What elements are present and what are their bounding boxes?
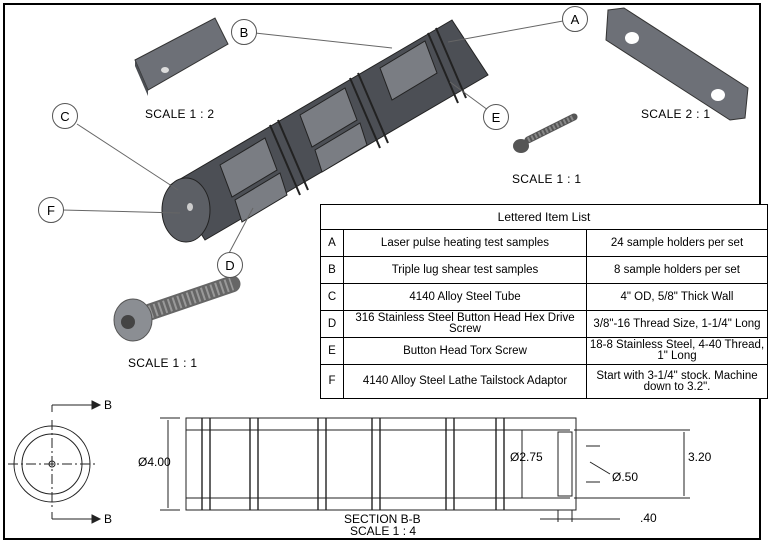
item-description: 316 Stainless Steel Button Head Hex Driv… — [343, 310, 587, 338]
large-plate-drawing — [605, 7, 749, 121]
balloon-b: B — [231, 19, 257, 45]
balloon-d: D — [217, 252, 243, 278]
table-row: A Laser pulse heating test samples 24 sa… — [320, 229, 768, 257]
outer-diameter-dimension: Ø4.00 — [138, 455, 171, 469]
item-note: 24 sample holders per set — [586, 229, 768, 257]
table-row: B Triple lug shear test samples 8 sample… — [320, 256, 768, 284]
section-arrow-label-top: B — [104, 398, 113, 412]
section-title: SECTION B-B — [344, 512, 421, 526]
hole-diameter-dimension: Ø.50 — [612, 470, 639, 484]
table-row: D 316 Stainless Steel Button Head Hex Dr… — [320, 310, 768, 338]
end-view-drawing — [8, 400, 102, 524]
leader-lines — [61, 20, 564, 256]
adaptor-diameter-dimension: 3.20 — [688, 450, 712, 464]
item-description: Laser pulse heating test samples — [343, 229, 587, 257]
item-letter: B — [320, 256, 344, 284]
item-description: Triple lug shear test samples — [343, 256, 587, 284]
item-letter: D — [320, 310, 344, 338]
item-letter: A — [320, 229, 344, 257]
large-plate-scale-label: SCALE 2 : 1 — [641, 107, 711, 121]
table-row: F 4140 Alloy Steel Lathe Tailstock Adapt… — [320, 364, 768, 399]
item-note: 3/8"-16 Thread Size, 1-1/4" Long — [586, 310, 768, 338]
torx-screw-scale-label: SCALE 1 : 1 — [512, 172, 582, 186]
inner-diameter-dimension: Ø2.75 — [510, 450, 543, 464]
item-letter: C — [320, 283, 344, 311]
torx-screw-drawing — [513, 113, 578, 153]
tube-assembly-drawing — [161, 19, 489, 243]
section-scale-label: SCALE 1 : 4 — [350, 524, 417, 538]
hex-screw-scale-label: SCALE 1 : 1 — [128, 356, 198, 370]
adaptor-depth-dimension: .40 — [640, 511, 657, 525]
balloon-f: F — [38, 197, 64, 223]
item-note: 8 sample holders per set — [586, 256, 768, 284]
item-description: 4140 Alloy Steel Tube — [343, 283, 587, 311]
table-row: C 4140 Alloy Steel Tube 4" OD, 5/8" Thic… — [320, 283, 768, 311]
item-description: 4140 Alloy Steel Lathe Tailstock Adaptor — [343, 364, 587, 399]
lettered-item-list: Lettered Item List A Laser pulse heating… — [320, 204, 768, 399]
table-title: Lettered Item List — [320, 204, 768, 230]
item-note: 4" OD, 5/8" Thick Wall — [586, 283, 768, 311]
item-description: Button Head Torx Screw — [343, 337, 587, 365]
item-letter: F — [320, 364, 344, 399]
table-row: E Button Head Torx Screw 18-8 Stainless … — [320, 337, 768, 365]
item-letter: E — [320, 337, 344, 365]
balloon-e: E — [483, 104, 509, 130]
hex-screw-drawing — [113, 275, 241, 342]
section-view-drawing — [160, 417, 690, 522]
section-arrow-label-bottom: B — [104, 512, 113, 526]
balloon-a: A — [562, 6, 588, 32]
item-note: 18-8 Stainless Steel, 4-40 Thread, 1" Lo… — [586, 337, 768, 365]
small-plate-drawing — [134, 17, 229, 96]
small-plate-scale-label: SCALE 1 : 2 — [145, 107, 215, 121]
balloon-c: C — [52, 103, 78, 129]
item-note: Start with 3-1/4" stock. Machine down to… — [586, 364, 768, 399]
